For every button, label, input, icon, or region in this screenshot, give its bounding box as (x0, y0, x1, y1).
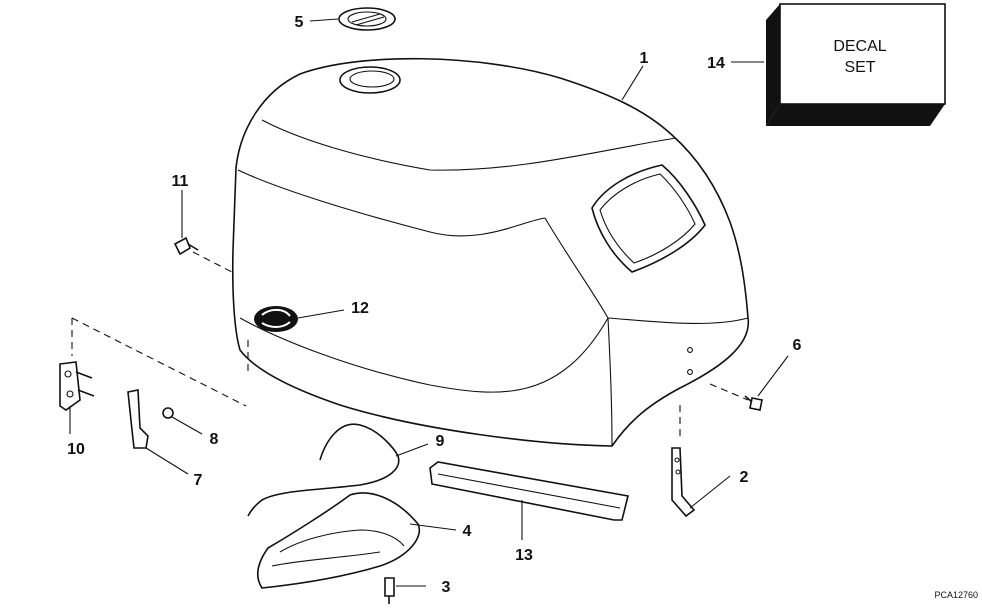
bracket-plate-10 (59, 361, 95, 411)
callout-7: 7 (194, 472, 203, 489)
decal-set-box: DECAL SET (766, 3, 946, 126)
engine-cover (231, 57, 750, 447)
decal-set-line2: SET (844, 59, 875, 76)
callout-11: 11 (172, 173, 189, 190)
lower-tray-4 (256, 492, 421, 589)
cover-emblem (254, 306, 298, 332)
callout-numbers: 1 2 3 4 5 6 7 8 9 10 11 12 13 14 PCA1276… (67, 14, 978, 600)
callout-13: 13 (515, 547, 533, 564)
callout-4: 4 (463, 523, 472, 540)
decal-set-line1: DECAL (833, 38, 886, 55)
screw-11 (173, 236, 199, 256)
callout-9: 9 (436, 433, 445, 450)
callout-3: 3 (442, 579, 451, 596)
callout-12: 12 (351, 300, 369, 317)
callout-leaders (69, 18, 789, 587)
callout-2: 2 (740, 469, 749, 486)
latch-bracket-7 (127, 389, 149, 449)
callout-10: 10 (67, 441, 85, 458)
callout-8: 8 (210, 431, 219, 448)
seal-strip-13 (429, 461, 629, 521)
callout-14: 14 (707, 55, 725, 72)
callout-5: 5 (295, 14, 304, 31)
top-grommet (338, 7, 396, 31)
callout-1: 1 (640, 50, 649, 67)
assembly-guide-lines (71, 251, 749, 440)
figure-code: PCA12760 (934, 590, 978, 600)
screw-6 (744, 395, 763, 411)
cable-9 (247, 423, 400, 517)
nut-8 (162, 407, 174, 419)
latch-bracket-2 (671, 447, 696, 518)
callout-6: 6 (793, 337, 802, 354)
screw-3 (384, 577, 395, 604)
